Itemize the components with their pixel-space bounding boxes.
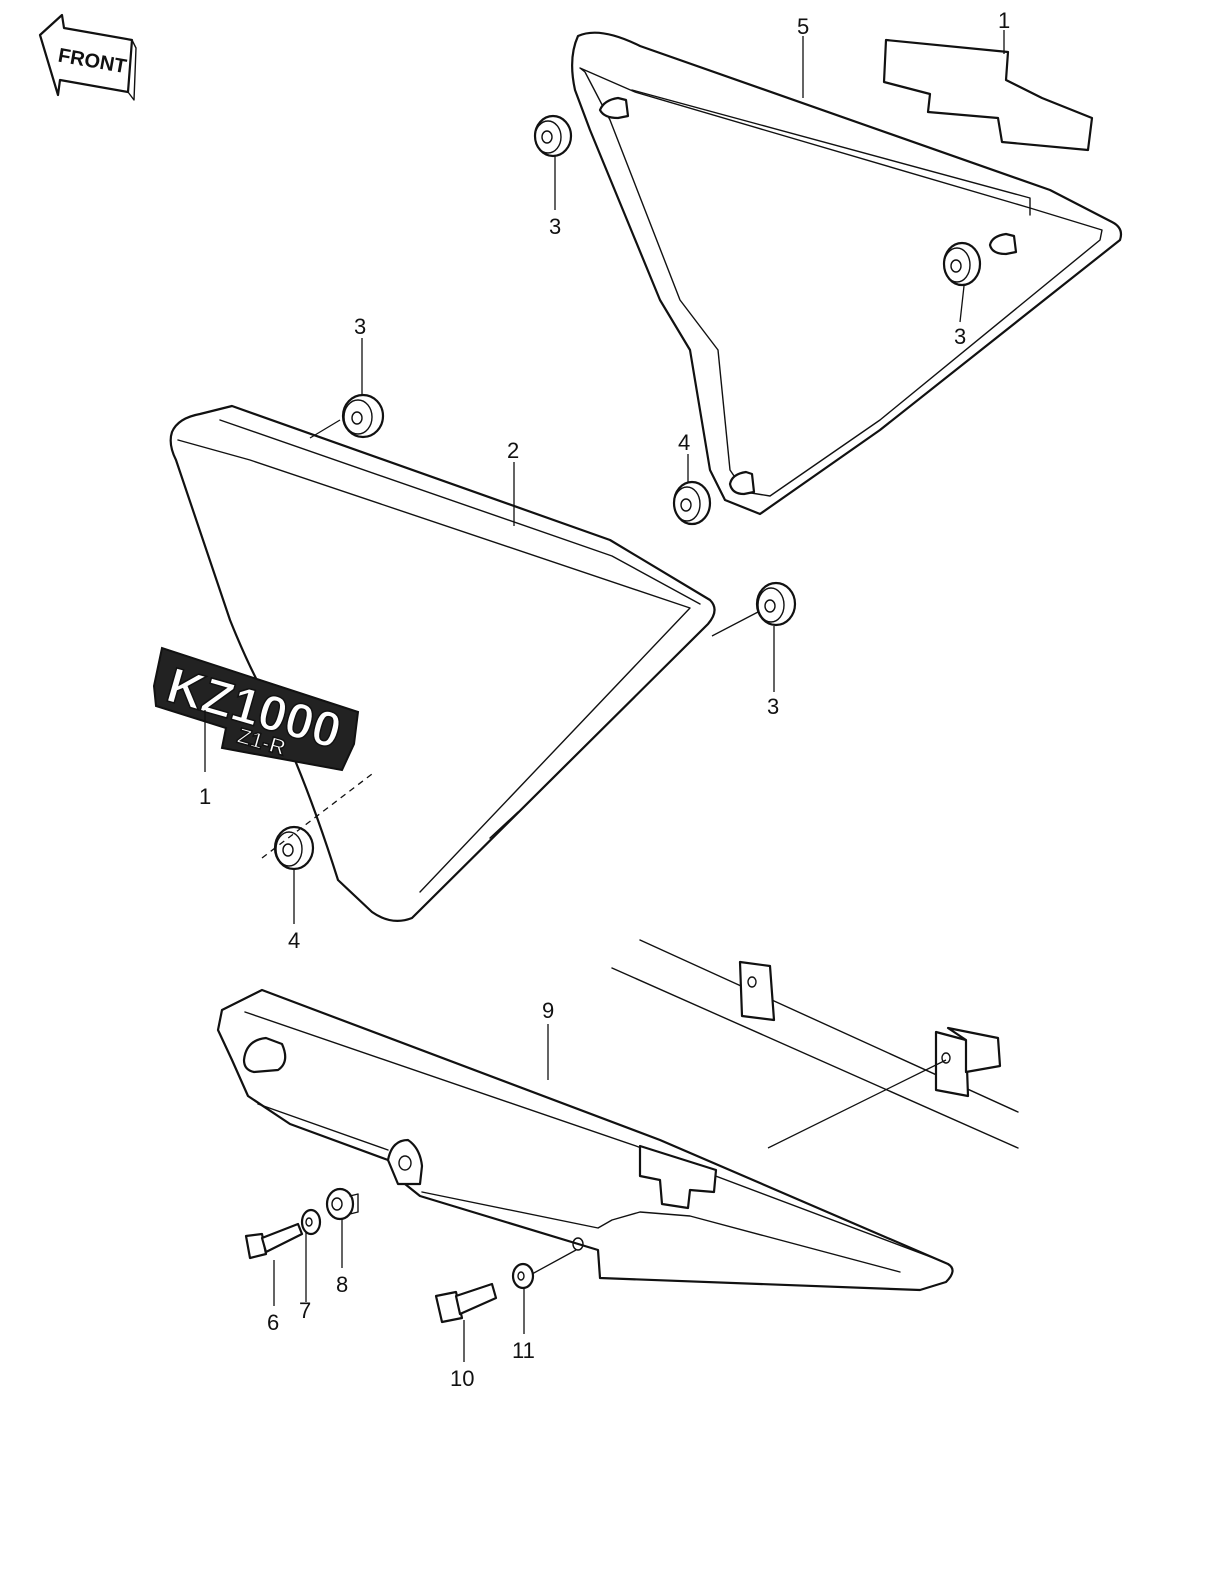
chain-cover [216, 988, 954, 1292]
callout-washer-left: 7 [299, 1298, 311, 1323]
grommet-top-left [533, 114, 573, 158]
collar [325, 1187, 359, 1221]
grommet-right-inner [942, 241, 982, 287]
callout-collar: 8 [336, 1272, 348, 1297]
washer-left [300, 1208, 322, 1236]
callout-emblem-right-top: 1 [998, 8, 1010, 33]
callout-bolt-right: 10 [450, 1366, 474, 1391]
grommet-left-lower [273, 825, 315, 871]
callouts: 1 5 3 3 4 3 2 3 1 4 9 6 7 8 10 11 [199, 8, 1010, 1391]
callout-grommet-right-lower: 4 [678, 430, 690, 455]
callout-grommet-middle-right: 3 [767, 694, 779, 719]
side-cover-right [571, 31, 1123, 516]
grommet-middle-right [755, 581, 797, 627]
grommet-top-left-cover [341, 393, 385, 439]
grommet-right-lower [672, 480, 712, 526]
callout-grommet-top-left: 3 [549, 214, 561, 239]
callout-emblem-left: 1 [199, 784, 211, 809]
emblem-plate-right [882, 38, 1094, 152]
callout-side-cover-right: 5 [797, 14, 809, 39]
side-cover-left [169, 404, 716, 923]
callout-grommet-top-left-cover: 3 [354, 314, 366, 339]
kz1000-emblem: KZ1000 Z1-R [152, 646, 360, 772]
callout-chain-cover: 9 [542, 998, 554, 1023]
front-arrow-icon: FRONT [38, 13, 137, 101]
bolt-right [434, 1282, 498, 1324]
callout-grommet-left-lower: 4 [288, 928, 300, 953]
bolt-left [244, 1222, 304, 1260]
frame-outline [611, 939, 1019, 1149]
washer-right [511, 1262, 535, 1290]
callout-bolt-left: 6 [267, 1310, 279, 1335]
callout-side-cover-left: 2 [507, 438, 519, 463]
callout-grommet-right-inner: 3 [954, 324, 966, 349]
callout-washer-right: 11 [512, 1338, 535, 1363]
leader-lines [204, 30, 1005, 1362]
